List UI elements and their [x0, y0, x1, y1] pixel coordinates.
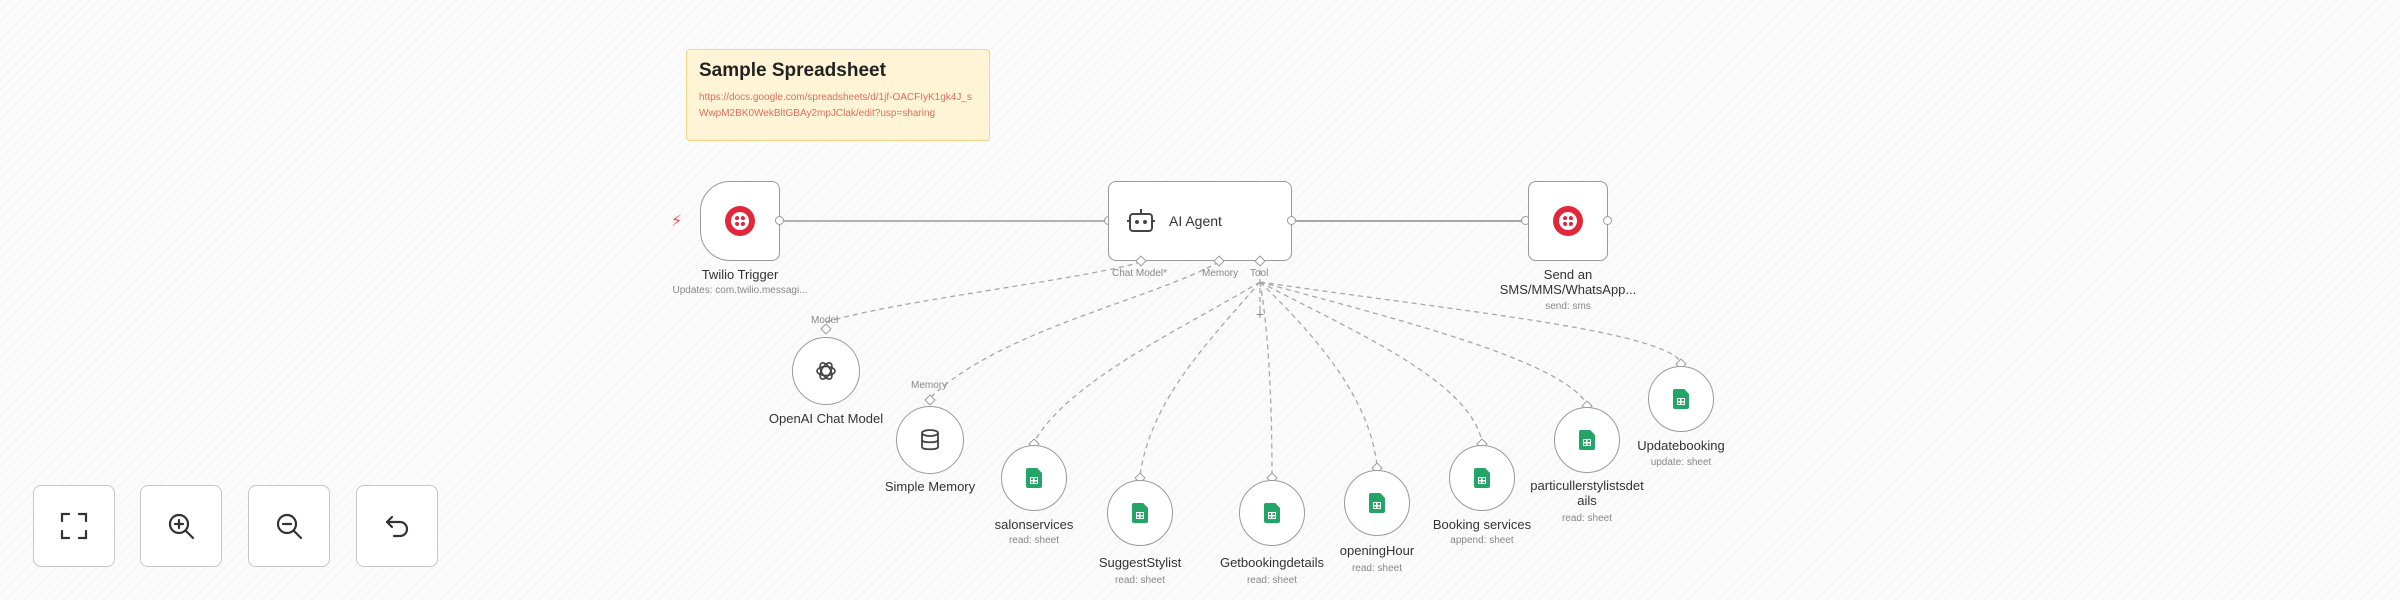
openai-chat-model-label: OpenAI Chat Model [768, 411, 884, 426]
simple-memory-label: Simple Memory [884, 479, 976, 494]
getbookingdetails-sub: read: sheet [1246, 575, 1298, 586]
database-icon [921, 429, 939, 451]
trigger-output-port[interactable] [775, 216, 784, 225]
connection-model [825, 261, 1142, 323]
connection-tool-booking [1259, 281, 1483, 443]
reset-zoom-button[interactable] [356, 485, 438, 567]
google-sheets-icon [1673, 389, 1689, 409]
simple-memory-node[interactable] [896, 406, 964, 474]
twilio-trigger-node[interactable] [700, 181, 780, 261]
connection-tool-getbooking [1259, 281, 1273, 477]
google-sheets-icon [1579, 430, 1595, 450]
robot-icon [1127, 209, 1155, 232]
trigger-bolt-icon: ⚡ [671, 213, 683, 230]
spreadsheet-link[interactable]: https://docs.google.com/spreadsheets/d/1… [699, 92, 972, 119]
tool-port-label: Tool [1250, 268, 1269, 279]
twilio-icon [1553, 206, 1583, 236]
fit-view-button[interactable] [33, 485, 115, 567]
send-sms-label-line2: SMS/MMS/WhatsApp... [1499, 282, 1637, 297]
openinghour-label: openingHour [1339, 543, 1415, 558]
google-sheets-icon [1369, 493, 1385, 513]
connection-tool-updatebooking [1259, 281, 1682, 363]
openinghour-sub: read: sheet [1351, 563, 1403, 574]
zoom-in-button[interactable] [140, 485, 222, 567]
connection-tool-salonservices [1033, 281, 1261, 443]
openinghour-node[interactable] [1344, 470, 1410, 536]
agent-output-port[interactable] [1287, 216, 1296, 225]
getbookingdetails-node[interactable] [1239, 480, 1305, 546]
salonservices-node[interactable] [1001, 445, 1067, 511]
zoom-in-icon [168, 513, 195, 540]
salonservices-sub: read: sheet [1008, 535, 1060, 546]
booking-services-sub: append: sheet [1450, 535, 1514, 546]
twilio-icon [725, 206, 755, 236]
suggeststylist-label: SuggestStylist [1098, 555, 1182, 570]
zoom-out-icon [276, 513, 303, 540]
google-sheets-icon [1474, 468, 1490, 488]
connection-tool-particuller [1259, 281, 1588, 405]
particuller-stylists-sub: read: sheet [1561, 513, 1613, 524]
memory-port-label: Memory [1202, 268, 1239, 279]
getbookingdetails-label: Getbookingdetails [1219, 555, 1325, 570]
send-sms-label-line1: Send an [1543, 267, 1593, 282]
ai-agent-node[interactable]: AI Agent [1108, 181, 1292, 261]
connection-memory [929, 261, 1220, 399]
undo-icon [385, 515, 409, 538]
updatebooking-sub: update: sheet [1650, 457, 1712, 468]
memory-in-label: Memory [911, 380, 948, 391]
fullscreen-icon [60, 512, 88, 540]
suggeststylist-node[interactable] [1107, 480, 1173, 546]
updatebooking-node[interactable] [1648, 366, 1714, 432]
sticky-note[interactable]: Sample Spreadsheet https://docs.google.c… [686, 49, 990, 141]
updatebooking-label: Updatebooking [1637, 438, 1725, 453]
suggeststylist-sub: read: sheet [1114, 575, 1166, 586]
particuller-stylists-label-line2: ails [1577, 493, 1597, 508]
sticky-title: Sample Spreadsheet [699, 60, 886, 81]
particuller-stylists-label-line1: particullerstylistsdet [1530, 478, 1644, 493]
twilio-trigger-sub: Updates: com.twilio.messagi... [672, 285, 808, 296]
salonservices-label: salonservices [994, 517, 1074, 532]
booking-services-node[interactable] [1449, 445, 1515, 511]
google-sheets-icon [1264, 503, 1280, 523]
add-tool-icon[interactable]: + [1255, 306, 1265, 322]
model-in-label: Model [811, 315, 839, 326]
particuller-stylists-node[interactable] [1554, 407, 1620, 473]
connection-tool-suggeststylist [1139, 281, 1261, 477]
google-sheets-icon [1026, 468, 1042, 488]
openai-icon [816, 362, 836, 380]
connection-tool-openinghour [1259, 281, 1378, 467]
chat-model-port-label: Chat Model* [1112, 268, 1168, 279]
openai-chat-model-node[interactable] [792, 337, 860, 405]
ai-agent-label: AI Agent [1169, 213, 1222, 229]
google-sheets-icon [1132, 503, 1148, 523]
twilio-trigger-label: Twilio Trigger [701, 267, 779, 282]
zoom-out-button[interactable] [248, 485, 330, 567]
booking-services-label: Booking services [1432, 517, 1532, 532]
sms-output-port[interactable] [1603, 216, 1612, 225]
send-sms-node[interactable] [1528, 181, 1608, 261]
send-sms-sub: send: sms [1545, 301, 1591, 312]
